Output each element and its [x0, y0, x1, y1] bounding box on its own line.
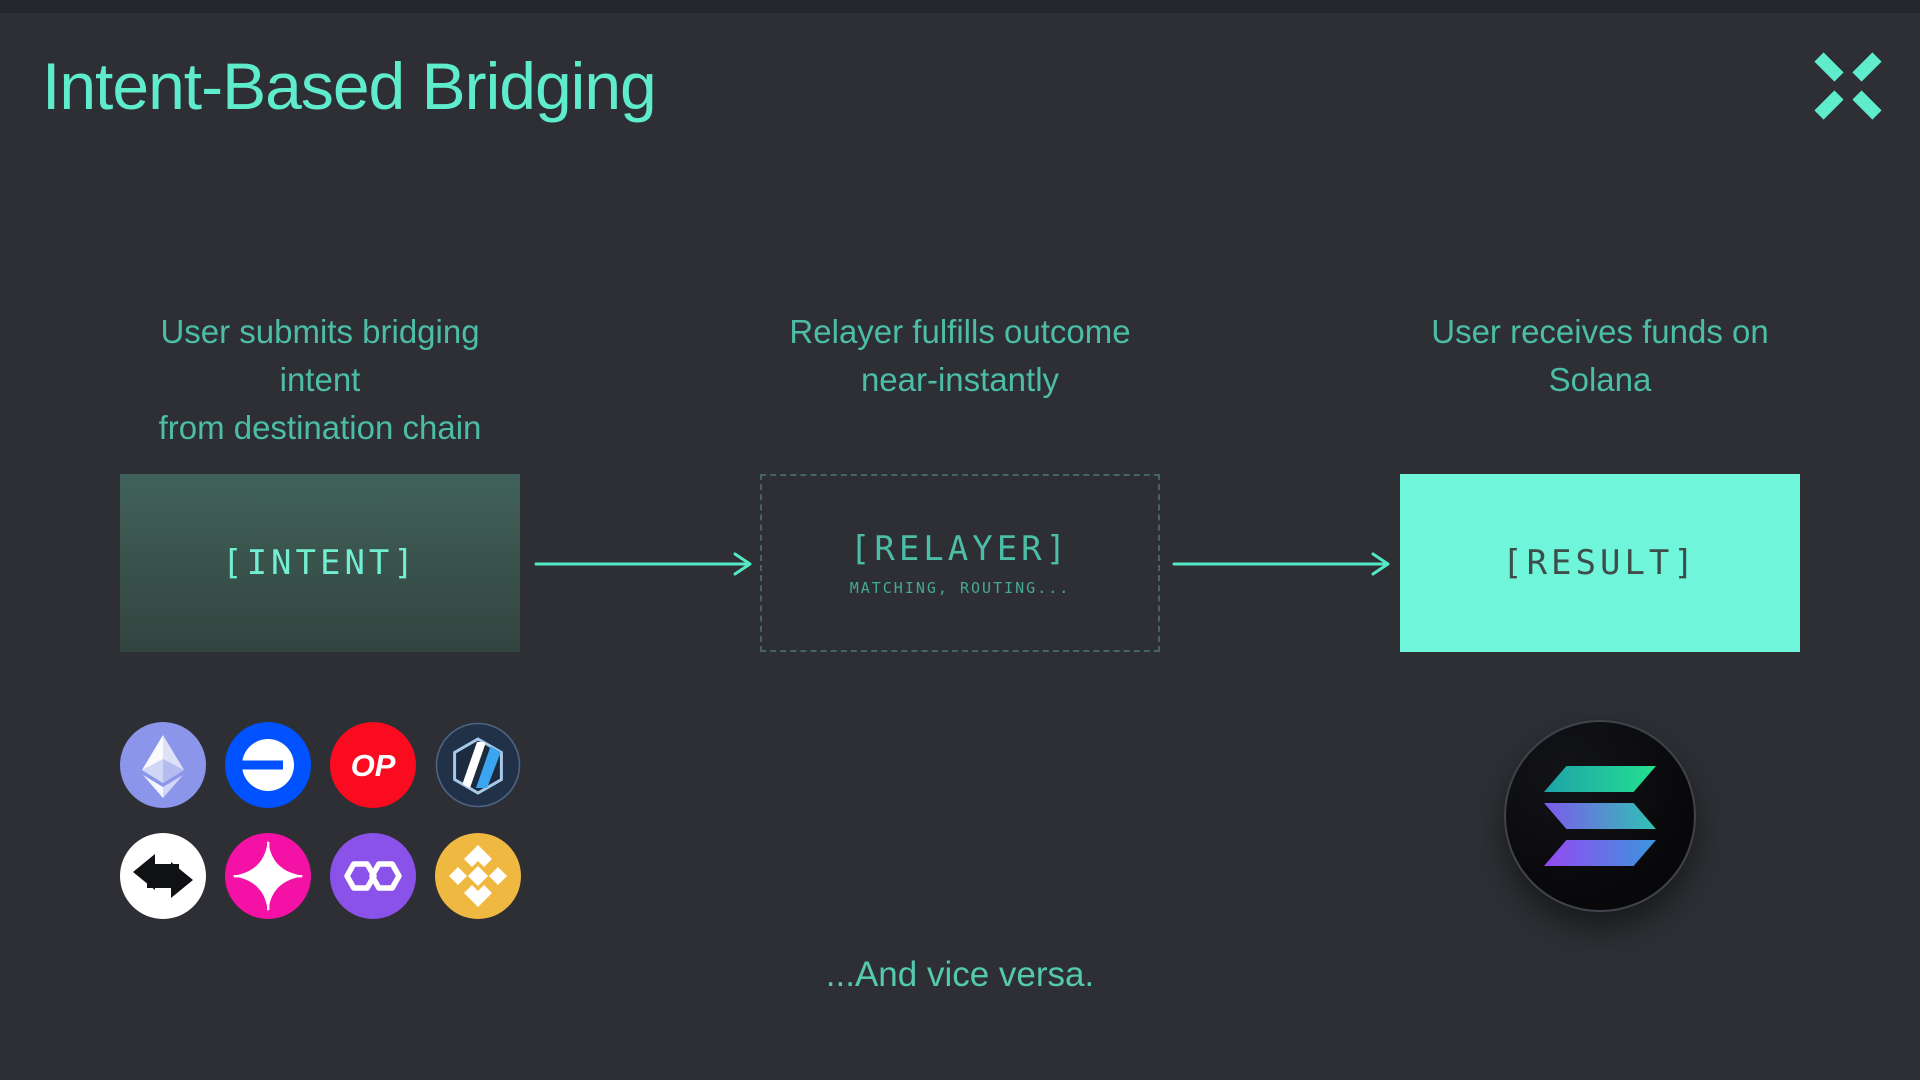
chain-icon-optimism: OP	[330, 722, 416, 808]
arrow-relayer-to-result-icon	[1172, 551, 1396, 577]
chain-icon-ethereum	[120, 722, 206, 808]
chain-icon-sonic	[225, 833, 311, 919]
relayer-box-sublabel: MATCHING, ROUTING...	[849, 579, 1071, 597]
arrow-intent-to-relayer-icon	[534, 551, 758, 577]
step-heading: Relayer fulfills outcome near-instantly	[760, 308, 1160, 404]
relayer-box-label: [RELAYER]	[849, 529, 1071, 569]
footer-note: ...And vice versa.	[825, 955, 1095, 994]
step-heading: User receives funds on Solana	[1400, 308, 1800, 404]
solana-bars	[1544, 766, 1656, 866]
chain-icon-arbitrum	[435, 722, 521, 808]
heading-line: Relayer fulfills outcome	[789, 313, 1131, 350]
heading-line: Solana	[1548, 361, 1652, 398]
source-chains-grid: OP	[120, 722, 521, 919]
page-title: Intent-Based Bridging	[42, 49, 657, 123]
result-box-label: [RESULT]	[1502, 543, 1698, 583]
heading-line: User submits bridging intent	[160, 313, 480, 398]
chain-icon-zksync	[120, 833, 206, 919]
result-box: [RESULT]	[1400, 474, 1800, 652]
heading-line: from destination chain	[158, 409, 482, 446]
intent-box-label: [INTENT]	[222, 543, 418, 583]
solana-bar-top	[1544, 766, 1656, 792]
solana-bar-middle	[1544, 803, 1656, 829]
heading-line: User receives funds on	[1431, 313, 1769, 350]
chain-icon-bnb	[435, 833, 521, 919]
top-border-strip	[0, 0, 1920, 13]
step-heading: User submits bridging intent from destin…	[120, 308, 520, 452]
solana-bar-bottom	[1544, 840, 1656, 866]
x-mark-icon	[1812, 50, 1884, 122]
chain-icon-base	[225, 722, 311, 808]
relayer-box: [RELAYER] MATCHING, ROUTING...	[760, 474, 1160, 652]
heading-line: near-instantly	[860, 361, 1060, 398]
intent-box: [INTENT]	[120, 474, 520, 652]
chain-icon-polygon	[330, 833, 416, 919]
solana-icon	[1504, 720, 1696, 912]
svg-text:OP: OP	[351, 748, 396, 783]
